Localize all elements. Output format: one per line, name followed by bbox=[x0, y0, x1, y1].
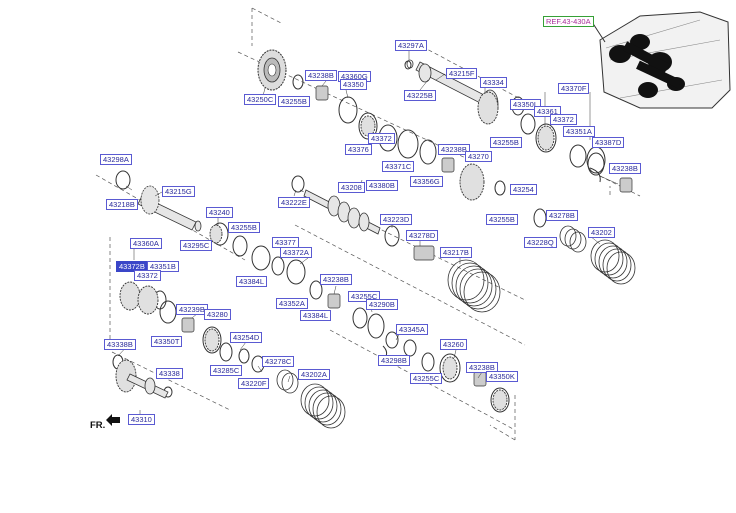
part-label-43254[interactable]: 43254 bbox=[510, 184, 537, 195]
part-label-43372[interactable]: 43372 bbox=[368, 133, 395, 144]
part-label-43334[interactable]: 43334 bbox=[480, 77, 507, 88]
part-label-43255b[interactable]: 43255B bbox=[486, 214, 518, 225]
part-label-43298a[interactable]: 43298A bbox=[100, 154, 132, 165]
part-label-43218b[interactable]: 43218B bbox=[106, 199, 138, 210]
part-label-43280[interactable]: 43280 bbox=[204, 309, 231, 320]
part-label-43361[interactable]: 43361 bbox=[534, 106, 561, 117]
clutch-packs bbox=[276, 225, 636, 429]
part-label-43350l[interactable]: 43350L bbox=[510, 99, 542, 110]
part-label-43351a[interactable]: 43351A bbox=[563, 126, 595, 137]
part-label-43270[interactable]: 43270 bbox=[465, 151, 492, 162]
part-label-43372[interactable]: 43372 bbox=[134, 270, 161, 281]
part-label-43202[interactable]: 43202 bbox=[588, 227, 615, 238]
part-label-43285c[interactable]: 43285C bbox=[210, 365, 243, 376]
part-label-43220f[interactable]: 43220F bbox=[238, 378, 270, 389]
part-label-43310[interactable]: 43310 bbox=[128, 414, 155, 425]
part-label-43238b[interactable]: 43238B bbox=[305, 70, 337, 81]
part-label-43238b[interactable]: 43238B bbox=[466, 362, 498, 373]
part-label-43238b[interactable]: 43238B bbox=[609, 163, 641, 174]
rings-and-washers bbox=[112, 60, 606, 413]
part-label-43238b[interactable]: 43238B bbox=[438, 144, 470, 155]
shaft-43310 bbox=[126, 373, 169, 399]
part-label-43255c[interactable]: 43255C bbox=[348, 291, 381, 302]
front-direction-label: FR. bbox=[90, 420, 106, 431]
part-label-43278d[interactable]: 43278D bbox=[406, 230, 439, 241]
part-label-43255b[interactable]: 43255B bbox=[228, 222, 260, 233]
part-label-43370f[interactable]: 43370F bbox=[558, 83, 590, 94]
part-label-43255b[interactable]: 43255B bbox=[490, 137, 522, 148]
transmission-case-illustration bbox=[591, 11, 731, 109]
part-label-43290b[interactable]: 43290B bbox=[366, 299, 398, 310]
part-label-43260[interactable]: 43260 bbox=[440, 339, 467, 350]
part-label-43215g[interactable]: 43215G bbox=[162, 186, 195, 197]
part-label-43228q[interactable]: 43228Q bbox=[524, 237, 557, 248]
part-label-43376[interactable]: 43376 bbox=[345, 144, 372, 155]
part-label-43250c[interactable]: 43250C bbox=[244, 94, 277, 105]
part-label-43298b[interactable]: 43298B bbox=[378, 355, 410, 366]
part-label-43240[interactable]: 43240 bbox=[206, 207, 233, 218]
part-label-43350k[interactable]: 43350K bbox=[486, 371, 518, 382]
part-label-43202a[interactable]: 43202A bbox=[298, 369, 330, 380]
main-shaft-43208 bbox=[303, 189, 381, 235]
part-label-43350t[interactable]: 43350T bbox=[151, 336, 183, 347]
gears bbox=[115, 91, 555, 411]
part-label-43338[interactable]: 43338 bbox=[156, 368, 183, 379]
part-label-43208[interactable]: 43208 bbox=[338, 182, 365, 193]
part-label-43380b[interactable]: 43380B bbox=[366, 180, 398, 191]
part-label-43222e[interactable]: 43222E bbox=[278, 197, 310, 208]
part-label-43372[interactable]: 43372 bbox=[550, 114, 577, 125]
part-label-43338b[interactable]: 43338B bbox=[104, 339, 136, 350]
leader-lines bbox=[117, 49, 619, 420]
part-label-43217b[interactable]: 43217B bbox=[440, 247, 472, 258]
part-label-43350[interactable]: 43350 bbox=[340, 79, 367, 90]
shaft-43215g bbox=[137, 185, 202, 232]
part-label-43384l[interactable]: 43384L bbox=[300, 310, 332, 321]
part-label-43345a[interactable]: 43345A bbox=[396, 324, 428, 335]
part-label-43255b[interactable]: 43255B bbox=[278, 96, 310, 107]
part-label-43215f[interactable]: 43215F bbox=[446, 68, 478, 79]
part-label-43223d[interactable]: 43223D bbox=[380, 214, 413, 225]
part-label-43238b[interactable]: 43238B bbox=[320, 274, 352, 285]
part-label-43384l[interactable]: 43384L bbox=[236, 276, 268, 287]
part-label-43371c[interactable]: 43371C bbox=[382, 161, 415, 172]
part-label-43254d[interactable]: 43254D bbox=[230, 332, 263, 343]
front-arrow-illustration bbox=[106, 414, 120, 426]
part-label-43351b[interactable]: 43351B bbox=[147, 261, 179, 272]
reference-link[interactable]: REF.43-430A bbox=[543, 16, 594, 27]
part-label-43225b[interactable]: 43225B bbox=[404, 90, 436, 101]
part-label-43360a[interactable]: 43360A bbox=[130, 238, 162, 249]
needle-bearings bbox=[181, 85, 633, 387]
part-label-43297a[interactable]: 43297A bbox=[395, 40, 427, 51]
part-label-43295c[interactable]: 43295C bbox=[180, 240, 213, 251]
part-label-43255c[interactable]: 43255C bbox=[410, 373, 443, 384]
part-label-43387d[interactable]: 43387D bbox=[592, 137, 625, 148]
part-label-43278b[interactable]: 43278B bbox=[546, 210, 578, 221]
part-label-43356g[interactable]: 43356G bbox=[410, 176, 443, 187]
part-label-43352a[interactable]: 43352A bbox=[276, 298, 308, 309]
gear-43250c bbox=[257, 49, 287, 91]
part-label-43278c[interactable]: 43278C bbox=[262, 356, 295, 367]
part-label-43372a[interactable]: 43372A bbox=[280, 247, 312, 258]
